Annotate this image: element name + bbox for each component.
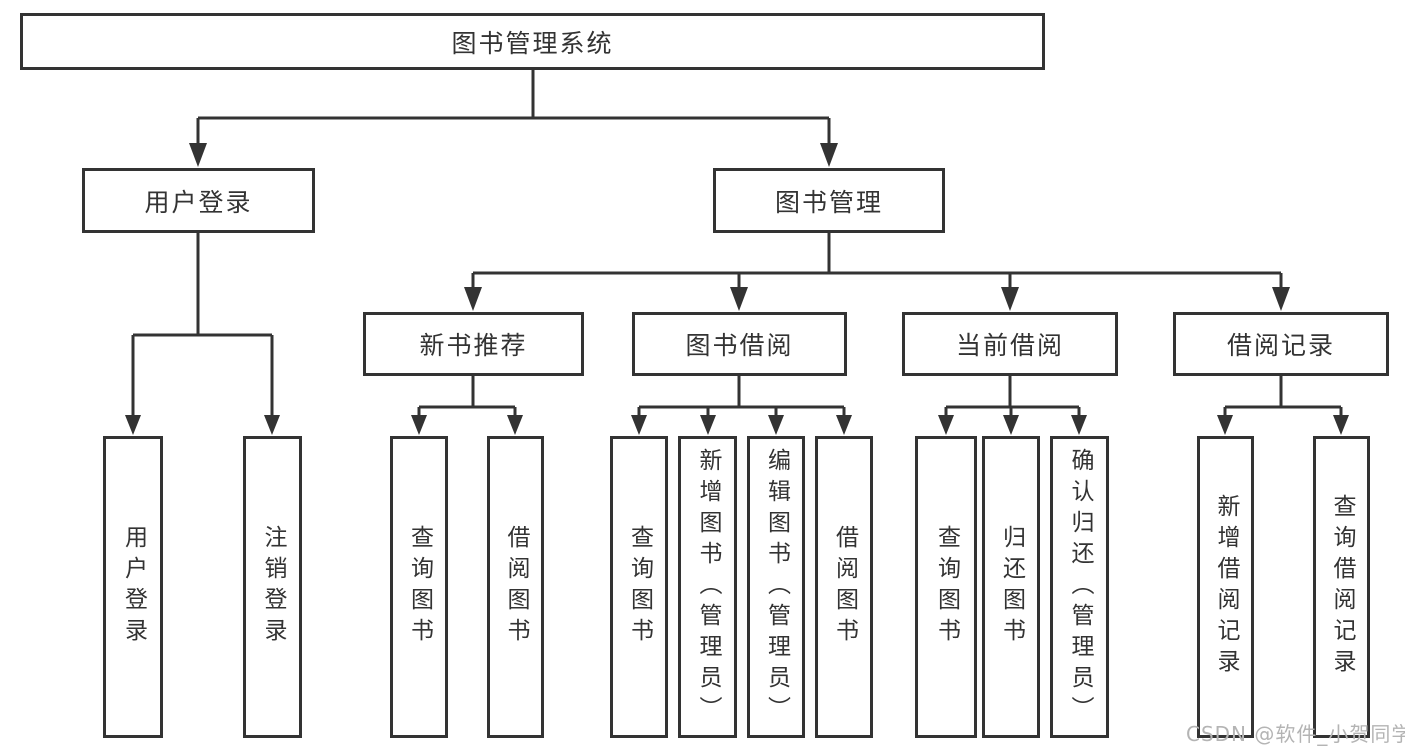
edge-user-login-split: [131, 233, 274, 416]
arrowhead-borrow-record: [1272, 287, 1290, 311]
arrowhead-user-login: [189, 143, 207, 167]
leaf-query-book-current-label: 查询图书: [933, 525, 960, 649]
edge-borrow-record-split: [1223, 376, 1343, 416]
arrowhead-leaf-borrow-book-rec: [507, 415, 523, 435]
arrowhead-leaf-query-borrow-record: [1333, 415, 1349, 435]
arrowhead-current-borrow: [1001, 287, 1019, 311]
leaf-logout: 注销登录: [243, 436, 302, 738]
edge-current-borrow-split: [944, 376, 1081, 416]
arrowhead-leaf-confirm-return: [1071, 415, 1087, 435]
leaf-borrow-book: 借阅图书: [815, 436, 873, 738]
leaf-add-borrow-record-label: 新增借阅记录: [1213, 494, 1239, 680]
edge-book-mgmt-split: [471, 233, 1283, 288]
leaf-return-book-label: 归还图书: [998, 525, 1025, 649]
edge-book-borrow-split: [637, 376, 846, 416]
leaf-add-book-admin-label: 新增图书（管理员）: [695, 447, 721, 727]
leaf-borrow-book-rec: 借阅图书: [487, 436, 544, 738]
leaf-query-book-borrow: 查询图书: [610, 436, 668, 738]
node-borrow-record: 借阅记录: [1173, 312, 1389, 376]
leaf-edit-book-admin: 编辑图书（管理员）: [747, 436, 805, 738]
arrowhead-book-mgmt: [820, 143, 838, 167]
leaf-query-borrow-record-label: 查询借阅记录: [1329, 494, 1355, 680]
node-root: 图书管理系统: [20, 13, 1045, 70]
arrowhead-leaf-query-book-current: [938, 415, 954, 435]
node-new-book-rec-label: 新书推荐: [419, 331, 528, 360]
arrowhead-leaf-query-book-rec: [411, 415, 427, 435]
node-current-borrow: 当前借阅: [902, 312, 1118, 376]
node-book-mgmt-label: 图书管理: [774, 187, 883, 217]
edge-new-book-rec-split: [417, 376, 517, 416]
leaf-query-book-borrow-label: 查询图书: [626, 525, 653, 649]
node-book-borrow-label: 图书借阅: [685, 331, 794, 360]
node-current-borrow-label: 当前借阅: [955, 331, 1064, 360]
arrowhead-leaf-logout: [264, 415, 280, 435]
leaf-user-login-label: 用户登录: [120, 525, 147, 649]
arrowhead-leaf-add-book: [700, 415, 716, 435]
arrowhead-book-borrow: [730, 287, 748, 311]
leaf-query-book-rec: 查询图书: [390, 436, 448, 738]
leaf-edit-book-admin-label: 编辑图书（管理员）: [763, 447, 790, 727]
arrowhead-leaf-return-book: [1003, 415, 1019, 435]
node-borrow-record-label: 借阅记录: [1226, 331, 1335, 360]
arrowhead-leaf-user-login: [125, 415, 141, 435]
leaf-add-borrow-record: 新增借阅记录: [1197, 436, 1254, 738]
node-new-book-rec: 新书推荐: [363, 312, 584, 376]
node-user-login-label: 用户登录: [144, 187, 253, 217]
arrowhead-leaf-edit-book: [768, 415, 784, 435]
leaf-user-login: 用户登录: [103, 436, 163, 738]
leaf-borrow-book-rec-label: 借阅图书: [503, 525, 529, 649]
leaf-query-book-rec-label: 查询图书: [406, 525, 433, 649]
arrowhead-leaf-query-book-borrow: [631, 415, 647, 435]
leaf-logout-label: 注销登录: [260, 525, 286, 649]
leaf-query-book-current: 查询图书: [915, 436, 977, 738]
node-book-mgmt: 图书管理: [713, 168, 945, 233]
leaf-query-borrow-record: 查询借阅记录: [1313, 436, 1370, 738]
arrowhead-leaf-borrow-book: [836, 415, 852, 435]
leaf-return-book: 归还图书: [982, 436, 1040, 738]
leaf-confirm-return-admin-label: 确认归还（管理员）: [1067, 447, 1093, 727]
node-user-login: 用户登录: [82, 168, 315, 233]
watermark: CSDN @软件_小贺同学: [1186, 722, 1405, 746]
node-root-label: 图书管理系统: [451, 28, 614, 58]
arrowhead-leaf-add-borrow-record: [1217, 415, 1233, 435]
leaf-confirm-return-admin: 确认归还（管理员）: [1050, 436, 1109, 738]
node-book-borrow: 图书借阅: [632, 312, 847, 376]
leaf-borrow-book-label: 借阅图书: [831, 525, 858, 649]
edge-root-split: [196, 70, 831, 145]
arrowhead-new-book-rec: [464, 287, 482, 311]
leaf-add-book-admin: 新增图书（管理员）: [678, 436, 737, 738]
